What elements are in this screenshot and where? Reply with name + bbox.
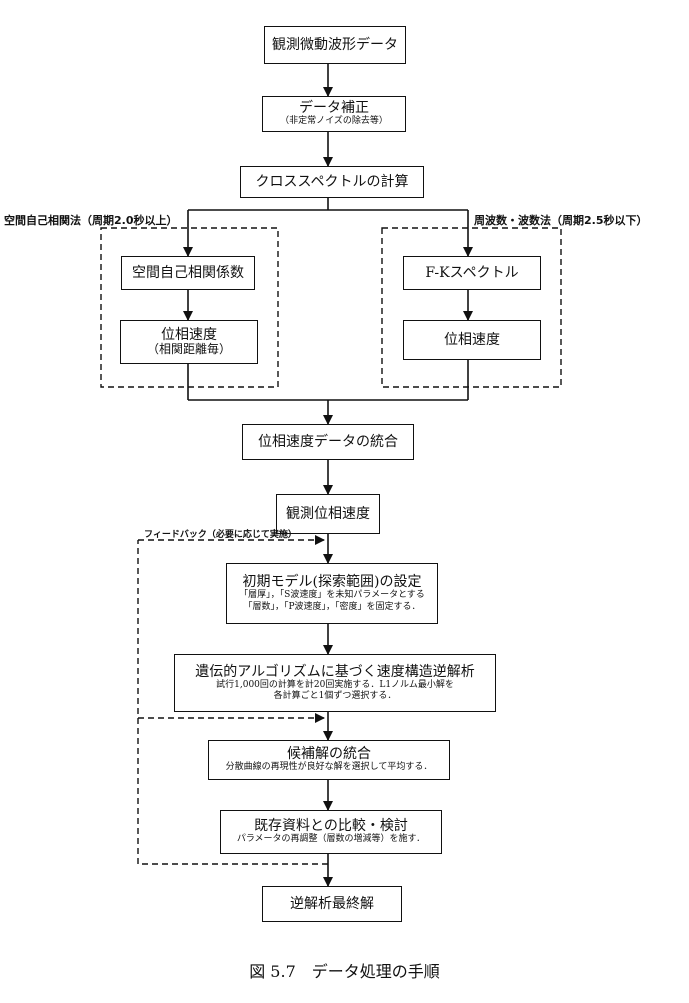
fk-phase-velocity-label: 位相速度 bbox=[444, 331, 500, 348]
fk-spectrum-box: F-Kスペクトル bbox=[403, 256, 541, 290]
spac-coefficient-box: 空間自己相関係数 bbox=[121, 256, 255, 290]
genetic-algorithm-box: 遺伝的アルゴリズムに基づく速度構造逆解析 試行1,000回の計算を計20回実施す… bbox=[174, 654, 496, 712]
data-correction-box: データ補正 （非定常ノイズの除去等） bbox=[262, 96, 406, 132]
observed-data-label: 観測微動波形データ bbox=[272, 36, 398, 53]
observed-data-box: 観測微動波形データ bbox=[264, 26, 406, 64]
comparison-note: パラメータの再調整（層数の増減等）を施す． bbox=[236, 834, 426, 845]
feedback-label: フィードバック（必要に応じて実施） bbox=[144, 530, 297, 540]
final-solution-box: 逆解析最終解 bbox=[262, 886, 402, 922]
integrate-phase-velocity-label: 位相速度データの統合 bbox=[258, 433, 398, 450]
spac-method-group bbox=[100, 227, 279, 388]
initial-model-box: 初期モデル(探索範囲)の設定 「層厚」，「S波速度」を未知パラメータとする 「層… bbox=[226, 563, 438, 624]
spac-method-label: 空間自己相関法（周期2.0秒以上） bbox=[4, 214, 178, 227]
fk-method-label: 周波数・波数法（周期2.5秒以下） bbox=[474, 214, 648, 227]
comparison-box: 既存資料との比較・検討 パラメータの再調整（層数の増減等）を施す． bbox=[220, 810, 442, 854]
initial-model-note-2: 「層数」，「P波速度」，「密度」を固定する． bbox=[243, 601, 421, 612]
genetic-algorithm-note-1: 試行1,000回の計算を計20回実施する．L1ノルム最小解を bbox=[216, 679, 454, 690]
fk-phase-velocity-box: 位相速度 bbox=[403, 320, 541, 360]
candidate-integration-title: 候補解の統合 bbox=[287, 746, 371, 763]
integrate-phase-velocity-box: 位相速度データの統合 bbox=[242, 424, 414, 460]
candidate-integration-box: 候補解の統合 分散曲線の再現性が良好な解を選択して平均する． bbox=[208, 740, 450, 780]
fk-method-group bbox=[381, 227, 562, 388]
genetic-algorithm-title: 遺伝的アルゴリズムに基づく速度構造逆解析 bbox=[195, 663, 475, 680]
comparison-title: 既存資料との比較・検討 bbox=[254, 818, 408, 835]
final-solution-label: 逆解析最終解 bbox=[290, 895, 374, 912]
cross-spectrum-label: クロススペクトルの計算 bbox=[255, 173, 409, 190]
genetic-algorithm-note-2: 各計算ごと1個ずつ選択する． bbox=[273, 691, 397, 702]
observed-phase-velocity-box: 観測位相速度 bbox=[276, 494, 380, 534]
data-correction-note: （非定常ノイズの除去等） bbox=[280, 116, 388, 127]
spac-coefficient-label: 空間自己相関係数 bbox=[132, 264, 244, 281]
figure-caption: 図 5.7 データ処理の手順 bbox=[249, 962, 440, 981]
observed-phase-velocity-label: 観測位相速度 bbox=[286, 505, 370, 522]
candidate-integration-note: 分散曲線の再現性が良好な解を選択して平均する． bbox=[225, 762, 433, 773]
spac-phase-velocity-box: 位相速度 （相関距離毎） bbox=[120, 320, 258, 364]
initial-model-note-1: 「層厚」，「S波速度」を未知パラメータとする bbox=[239, 590, 425, 601]
fk-spectrum-label: F-Kスペクトル bbox=[425, 264, 519, 281]
cross-spectrum-box: クロススペクトルの計算 bbox=[240, 166, 424, 198]
spac-phase-velocity-note: （相関距離毎） bbox=[146, 342, 231, 357]
data-correction-title: データ補正 bbox=[299, 100, 369, 117]
spac-phase-velocity-title: 位相速度 bbox=[161, 327, 217, 344]
feedback-loop bbox=[137, 540, 328, 865]
initial-model-title: 初期モデル(探索範囲)の設定 bbox=[242, 574, 422, 591]
